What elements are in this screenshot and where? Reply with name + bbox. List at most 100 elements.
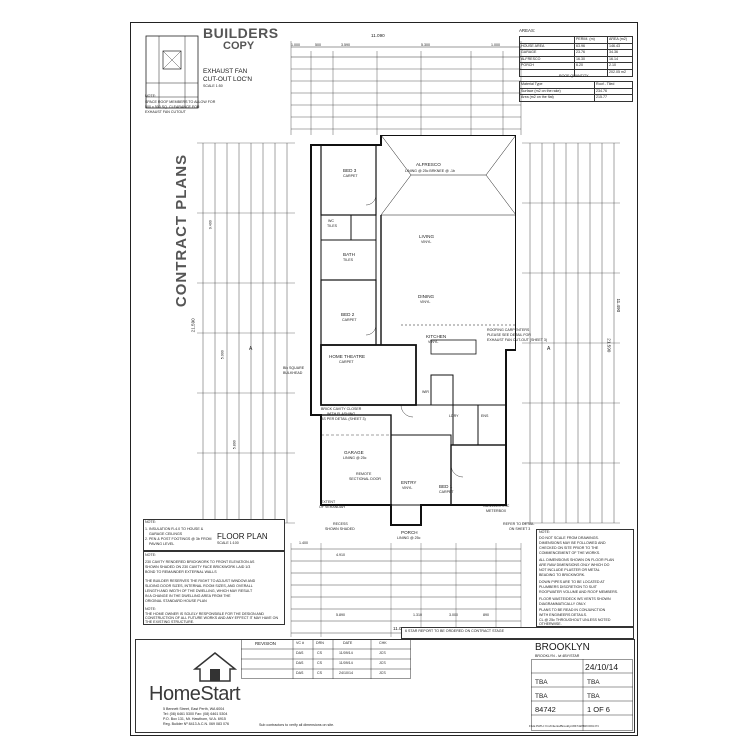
right-dimension-lines <box>522 142 620 524</box>
extent-note-2: OF VERANDAH <box>319 505 345 509</box>
extent-note-1: EXTENT <box>321 500 336 504</box>
sheet-number: 1 OF 6 <box>587 705 610 714</box>
job-number: 84742 <box>535 705 556 714</box>
company-address-4: Reg. Builder Nº 8413 A.C.N. 069 083 076 <box>163 722 230 726</box>
dim-top-seg-1: 1.000 <box>291 43 300 47</box>
areas-cell: 34.36 <box>607 49 633 57</box>
room-kitchen: KITCHEN <box>426 334 447 339</box>
notes-right-line-7: NOT INCLUDE PLASTER OR METAL <box>539 568 600 572</box>
company-address-2: Tel: (08) 6461 5300 Fax: (08) 6461 5304 <box>163 712 228 716</box>
exhaust-fan-title-1: EXHAUST FAN <box>203 68 248 75</box>
brick-closer-3: AS PER DETAIL (SHEET 3) <box>321 417 366 421</box>
notes-right-line-14: PLANS TO BE READ IN CONJUNCTION <box>539 608 606 612</box>
room-porch-note: LINING @ 25c <box>397 536 421 540</box>
dim-left-sub-3: 5.890 <box>232 440 237 450</box>
notes-mid-line-4: THE BUILDER RESERVES THE RIGHT TO ADJUST… <box>145 579 256 583</box>
builders-stamp-line1: BUILDERS <box>203 25 279 41</box>
room-ens: ENS <box>481 414 489 418</box>
exhaust-fan-note-3: EXHAUST FAN CUTOUT <box>145 110 186 114</box>
room-dining: DINING <box>418 294 435 299</box>
roofing-note-3: EXHAUST FAN CUT-OUT (SHEET 3) <box>487 338 548 342</box>
remote-note-2: SECTIONAL DOOR <box>349 477 382 481</box>
dim-bottom-overall: 11.090 <box>393 626 407 631</box>
notes-right-title: NOTE: <box>539 530 550 534</box>
company-logo-text: HomeStart <box>149 683 241 705</box>
exhaust-fan-detail <box>145 35 199 109</box>
field-tba-1: TBA <box>535 679 548 686</box>
revision-cell: DAS <box>296 671 304 675</box>
room-kitchen-floor: VINYL <box>428 340 439 344</box>
revision-header: DATE <box>343 641 353 645</box>
exhaust-fan-drawing <box>145 35 199 109</box>
recess-note-1: RECESS <box>333 522 348 526</box>
bottom-dimension-lines <box>290 543 522 637</box>
notes-mid-line-2: SHOWN SHADED ON 230 CAVITY FACE BRICKWOR… <box>145 565 251 569</box>
areas-cell: 16.30 <box>574 55 608 64</box>
notes-left-line-4: PAVING LEVEL <box>149 542 175 546</box>
section-marker-right: A <box>547 346 551 352</box>
revision-header: REVISION <box>255 641 276 646</box>
revision-cell: DAS <box>296 661 304 665</box>
dim-bottom-seg-3: 5.890 <box>336 613 345 617</box>
refer-detail-2: ON SHEET 3 <box>509 527 531 531</box>
areas-cell: 202.05 m2 <box>607 68 633 77</box>
notes-right-line-17: OTHERWISE. <box>539 622 562 626</box>
design-subtitle: BROOKLYN - lvl 4BY/STAR <box>535 654 580 658</box>
star-report-text: 6 STAR REPORT TO BE ORDERED ON CONTRACT … <box>405 629 504 633</box>
notes-mid-title: NOTE: <box>145 553 156 557</box>
dim-left-overall: 21.590 <box>190 318 196 333</box>
dim-bottom-seg-1: 1.400 <box>299 541 308 545</box>
areas-header-row: PERIM. (m) AREA (m2) <box>519 36 633 44</box>
room-dining-floor: VINYL <box>420 300 431 304</box>
areas-cell: 6.20 <box>574 62 608 70</box>
brick-closer-1: BRICK CAVITY CLOSER <box>321 407 362 411</box>
room-ldry: LDRY <box>449 414 459 418</box>
notes-right-line-11: ROOFWATER VOLUME AND ROOF MEMBERS. <box>539 590 619 594</box>
notes-mid-line-6: LENGTH AND WIDTH OF THE DWELLING, WHICH … <box>145 589 253 593</box>
revision-cell: DAS <box>296 651 304 655</box>
exhaust-fan-note-title: NOTE: <box>145 94 156 98</box>
top-dimension-lines <box>290 41 522 135</box>
exhaust-fan-scale: SCALE 1:50 <box>203 84 223 88</box>
dim-top-seg-4: 5.300 <box>421 43 430 47</box>
notes-right-box <box>536 529 634 627</box>
notes-right-line-13: DIAGRAMMATICALLY ONLY. <box>539 602 587 606</box>
exhaust-fan-note-2: 500 x 500 SQ. CLEARANCE FOR <box>145 105 200 109</box>
dim-right-overall: 21.590 <box>606 338 612 353</box>
notes-left-line-2: GARAGE CEILINGS <box>149 532 183 536</box>
roof-row: Area (m2 on the flat)215.77 <box>519 94 633 102</box>
homestart-logo-icon <box>193 652 237 682</box>
room-entry-floor: VINYL <box>402 486 413 490</box>
contract-plans-stamp: CONTRACT PLANS <box>173 153 191 308</box>
roofing-note-2: PLEASE SEE DETAIL FOR <box>487 333 531 337</box>
company-address-3: P.O. Box 131, Mt. Hawthorn, W.A. 6915 <box>163 717 226 721</box>
revision-cell: JCS <box>379 671 386 675</box>
revision-cell: JCS <box>379 651 386 655</box>
revision-cell: 11/09/14 <box>339 651 353 655</box>
room-bed1: BED 1 <box>439 484 453 489</box>
remote-note-1: REMOTE <box>356 472 372 476</box>
refer-detail-1: REFER TO DETAIL <box>503 522 535 526</box>
notes-right-line-2: DIMENSIONS MAY BE FOLLOWED AND <box>539 541 606 545</box>
brick-closer-2: WITH FLASHING <box>327 412 356 416</box>
builders-stamp-line2: COPY <box>223 40 255 52</box>
dim-bottom-seg-2: 4.910 <box>336 553 345 557</box>
notes-right-line-1: DO NOT SCALE FROM DRAWINGS. <box>539 536 599 540</box>
notes-owner-line-1: THE HOME OWNER IS SOLELY RESPONSIBLE FOR… <box>145 612 265 616</box>
room-bath-floor: TILES <box>343 258 353 262</box>
title-block <box>135 639 635 733</box>
notes-right-line-5: ALL DIMENSIONS SHOWN ON FLOOR PLAN <box>539 558 614 562</box>
room-bath: BATH <box>343 252 355 257</box>
dim-top-seg-2: 500 <box>315 43 321 47</box>
notes-left-line-3: 2. PEN & POST FOOTINGS @ 3b FROM <box>145 537 212 541</box>
dims-verify-note: Sub contractors to verify all dimensions… <box>259 723 335 727</box>
dim-top-overall: 11.090 <box>371 33 385 38</box>
areas-cell: 23.76 <box>574 49 608 57</box>
revision-header: CHK <box>379 641 387 645</box>
notes-right-line-12: FLOOR WASTE/DECK WS VENTS SHOWN <box>539 597 611 601</box>
roofing-note-1: ROOFING CARPENTERS <box>487 328 530 332</box>
